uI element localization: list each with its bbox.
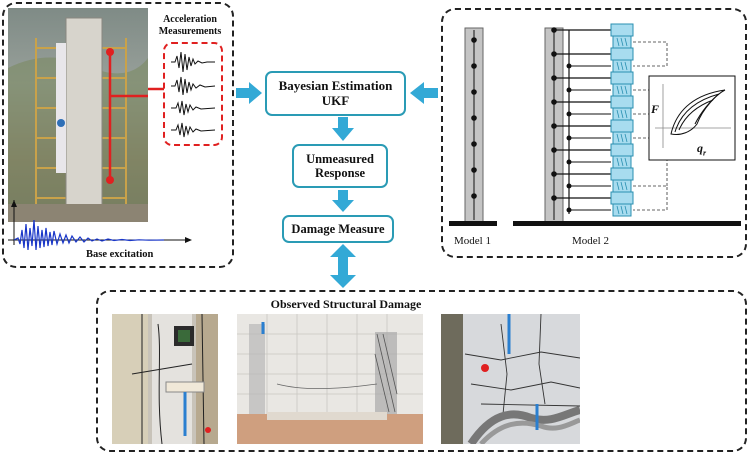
hysteresis-x-sub: r: [703, 148, 707, 158]
base-excitation-plot: [8, 200, 192, 250]
damage-photo-2: [237, 314, 423, 444]
hysteresis-y-label: F: [651, 102, 660, 116]
bayesian-estimation-line1: Bayesian Estimation: [278, 77, 393, 93]
arrow-down-2: [332, 190, 354, 212]
damage-photo-1: [112, 313, 218, 445]
tower-photo: [8, 8, 168, 222]
acceleration-signals-box: [163, 42, 223, 146]
arrow-right-to-estimation: [410, 82, 438, 104]
unmeasured-line2: Response: [314, 166, 365, 180]
unmeasured-line1: Unmeasured: [306, 151, 374, 166]
test-setup-panel: [2, 2, 234, 268]
damage-measure-box: Damage Measure: [282, 215, 394, 243]
structural-models: [449, 23, 741, 226]
model2-label: Model 2: [572, 235, 609, 247]
observed-damage-title: Observed Structural Damage: [270, 297, 422, 311]
bayesian-estimation-box: Bayesian Estimation UKF: [265, 71, 406, 116]
measurement-link: [148, 87, 164, 91]
model1-label: Model 1: [454, 235, 491, 247]
hysteresis-x-var: q: [697, 141, 703, 155]
bayesian-estimation-line2: UKF: [321, 92, 350, 108]
acceleration-label: Acceleration Measurements: [158, 14, 222, 37]
damage-measure-label: Damage Measure: [291, 221, 385, 236]
model-panel: [441, 8, 747, 258]
hysteresis-x-label: qr: [697, 141, 706, 157]
arrow-double-vertical: [330, 244, 356, 288]
observed-damage-panel: [96, 290, 747, 452]
damage-photo-3: [441, 313, 582, 447]
arrow-down-1: [332, 117, 354, 141]
arrow-left-to-estimation: [236, 82, 262, 104]
unmeasured-response-box: Unmeasured Response: [292, 144, 388, 188]
base-excitation-label: Base excitation: [86, 249, 154, 260]
